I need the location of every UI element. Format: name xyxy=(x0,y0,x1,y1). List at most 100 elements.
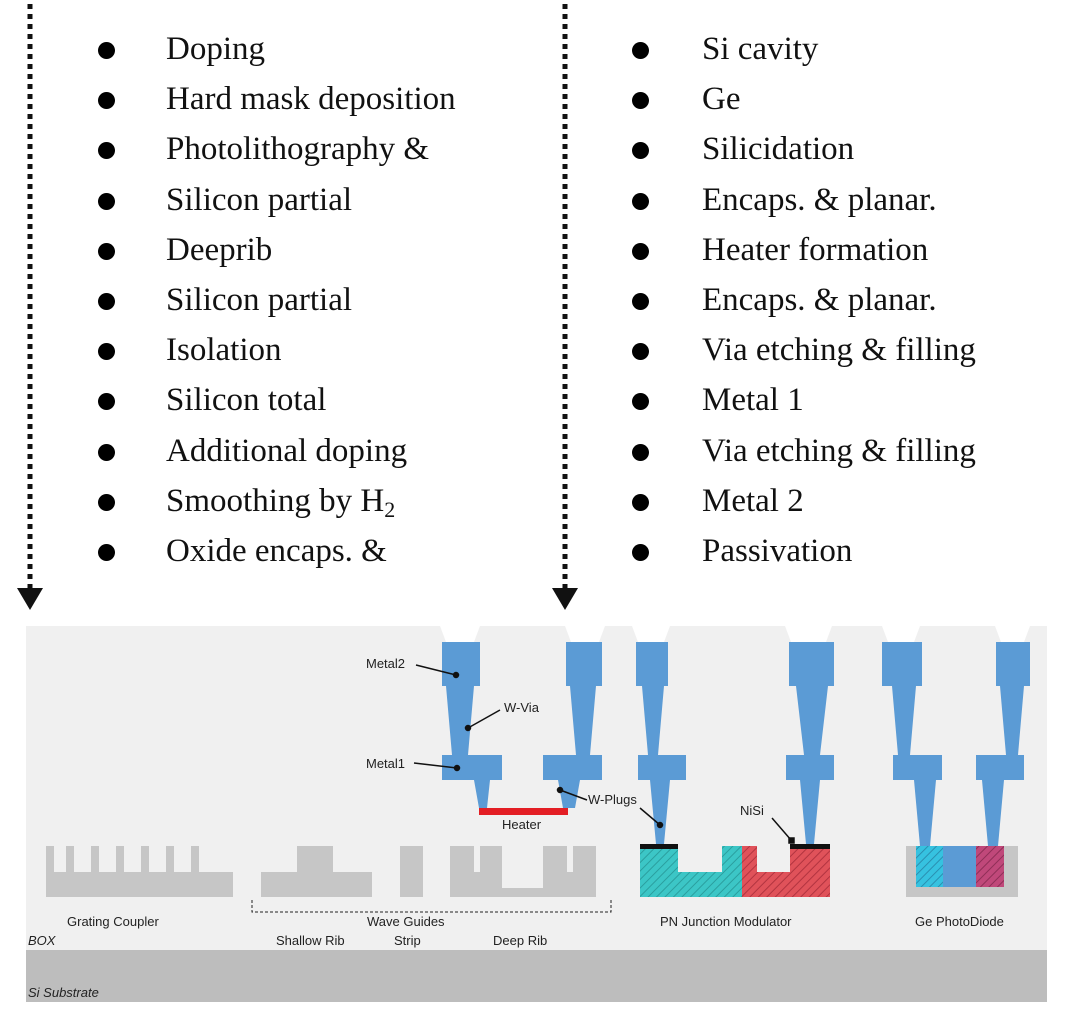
shallow-rib-silicon xyxy=(261,846,372,897)
bullet-icon xyxy=(98,343,115,361)
metal2-label: Metal2 xyxy=(366,656,405,671)
process-step-label: Silicidation xyxy=(702,131,855,168)
w-plugs-leader-2 xyxy=(639,807,661,826)
pn-modulator-p-region xyxy=(742,846,830,897)
ge-photodiode-n-region xyxy=(916,846,943,887)
process-step-label: Smoothing by H xyxy=(166,482,385,519)
process-step-label: Oxide encaps. & xyxy=(166,532,387,569)
bullet-icon xyxy=(98,42,115,59)
process-step-text: Ge xyxy=(702,74,740,124)
metal1-label: Metal1 xyxy=(366,756,405,771)
bullet-icon xyxy=(98,443,115,461)
process-step-label: Via etching & filling xyxy=(702,332,976,369)
process-step-label: Encaps. & planar. xyxy=(702,281,937,318)
process-step: Heater formation xyxy=(630,232,1060,283)
wave-guides-bracket xyxy=(251,900,612,913)
grating-coupler-silicon xyxy=(46,846,233,897)
w-plugs-label: W-Plugs xyxy=(588,792,637,807)
process-step: Isolation xyxy=(96,332,536,383)
wave-guides-label: Wave Guides xyxy=(367,914,445,929)
bullet-icon xyxy=(98,242,115,260)
process-step: Silicon total xyxy=(96,382,536,433)
process-step-text: Oxide encaps. & xyxy=(166,526,387,576)
process-step: Via etching & filling xyxy=(630,332,1060,383)
bullet-icon xyxy=(632,242,649,260)
process-step: Encaps. & planar. xyxy=(630,281,1060,333)
w-via-label: W-Via xyxy=(504,700,540,715)
left-flow-arrowhead xyxy=(17,588,43,610)
process-step-text: Photolithography & xyxy=(166,124,429,174)
cross-section-diagram: Metal2 W-Via Metal1 W-Plugs Heater NiSi … xyxy=(26,626,1047,1002)
process-step-label: Additional doping xyxy=(166,432,408,469)
process-step: Ge xyxy=(630,81,1060,132)
deep-rib-silicon xyxy=(450,846,596,897)
bullet-icon xyxy=(98,92,115,110)
process-step: Deeprib xyxy=(96,232,536,283)
process-step: Doping xyxy=(96,31,536,82)
bullet-icon xyxy=(632,292,649,310)
ge-photodiode-p-region xyxy=(976,846,1004,887)
process-step: Metal 2 xyxy=(630,482,1060,534)
bullet-icon xyxy=(632,543,649,561)
metal2-leader xyxy=(415,664,457,676)
process-step-label: Encaps. & planar. xyxy=(702,181,937,218)
strip-silicon xyxy=(400,846,423,897)
process-step-text: Additional doping xyxy=(166,426,407,476)
metal-stack-modulator-right xyxy=(786,642,834,844)
process-step-text: Passivation xyxy=(702,526,852,576)
process-step: Additional doping xyxy=(96,433,536,484)
process-step-label: Isolation xyxy=(166,332,282,369)
bullet-icon xyxy=(98,493,115,511)
process-step-text: Heater formation xyxy=(702,225,928,275)
bullet-icon xyxy=(632,493,649,511)
si-substrate-region xyxy=(26,950,1047,1002)
box-label: BOX xyxy=(28,933,57,948)
w-via-leader xyxy=(467,709,501,729)
process-step-text: Smoothing by H2 xyxy=(166,476,395,526)
process-step-text: Doping xyxy=(166,24,265,74)
process-step-text: Via etching & filling xyxy=(702,325,976,375)
process-step: Passivation xyxy=(630,533,1060,584)
process-step: Smoothing by H2 xyxy=(96,483,536,534)
metal1-leader xyxy=(413,762,458,769)
process-flow-arrows xyxy=(17,4,578,610)
process-step-label: Hard mask deposition xyxy=(166,81,456,118)
process-step-text: Via etching & filling xyxy=(702,426,976,476)
bullet-icon xyxy=(98,393,115,411)
bullet-icon xyxy=(632,142,649,160)
process-step-label: Doping xyxy=(166,31,265,67)
process-step-subscript: 2 xyxy=(384,496,396,522)
process-step-text: Deeprib xyxy=(166,225,272,275)
process-step-text: Encaps. & planar. xyxy=(702,175,937,225)
process-step: Silicon partial xyxy=(96,281,536,333)
ge-photodiode-ge-region xyxy=(943,846,976,887)
process-step-label: Silicon partial xyxy=(166,281,353,318)
heater-label: Heater xyxy=(502,817,542,832)
process-step: Via etching & filling xyxy=(630,433,1060,484)
bullet-icon xyxy=(632,192,649,210)
process-step: Photolithography & xyxy=(96,131,536,182)
process-step-label: Passivation xyxy=(702,532,853,569)
process-step-label: Ge xyxy=(702,81,741,118)
process-step-text: Hard mask deposition xyxy=(166,74,456,124)
bullet-icon xyxy=(632,343,649,361)
process-step-label: Metal 1 xyxy=(702,382,804,419)
bullet-icon xyxy=(632,42,649,59)
process-step-text: Silicon partial xyxy=(166,175,352,225)
process-step: Oxide encaps. & xyxy=(96,533,536,584)
pn-modulator-label: PN Junction Modulator xyxy=(660,914,792,929)
process-step: Encaps. & planar. xyxy=(630,182,1060,233)
pn-modulator-n-region xyxy=(640,846,742,897)
bullet-icon xyxy=(98,292,115,310)
process-step-label: Metal 2 xyxy=(702,482,804,519)
metal-stack-photodiode-right xyxy=(976,642,1030,846)
process-step: Silicidation xyxy=(630,131,1060,182)
grating-coupler-label: Grating Coupler xyxy=(67,914,159,929)
passivation-openings xyxy=(440,626,1030,642)
process-step-label: Heater formation xyxy=(702,231,929,268)
process-step-text: Si cavity xyxy=(702,24,818,74)
si-substrate-label: Si Substrate xyxy=(28,985,99,1000)
right-flow-arrowhead xyxy=(552,588,578,610)
